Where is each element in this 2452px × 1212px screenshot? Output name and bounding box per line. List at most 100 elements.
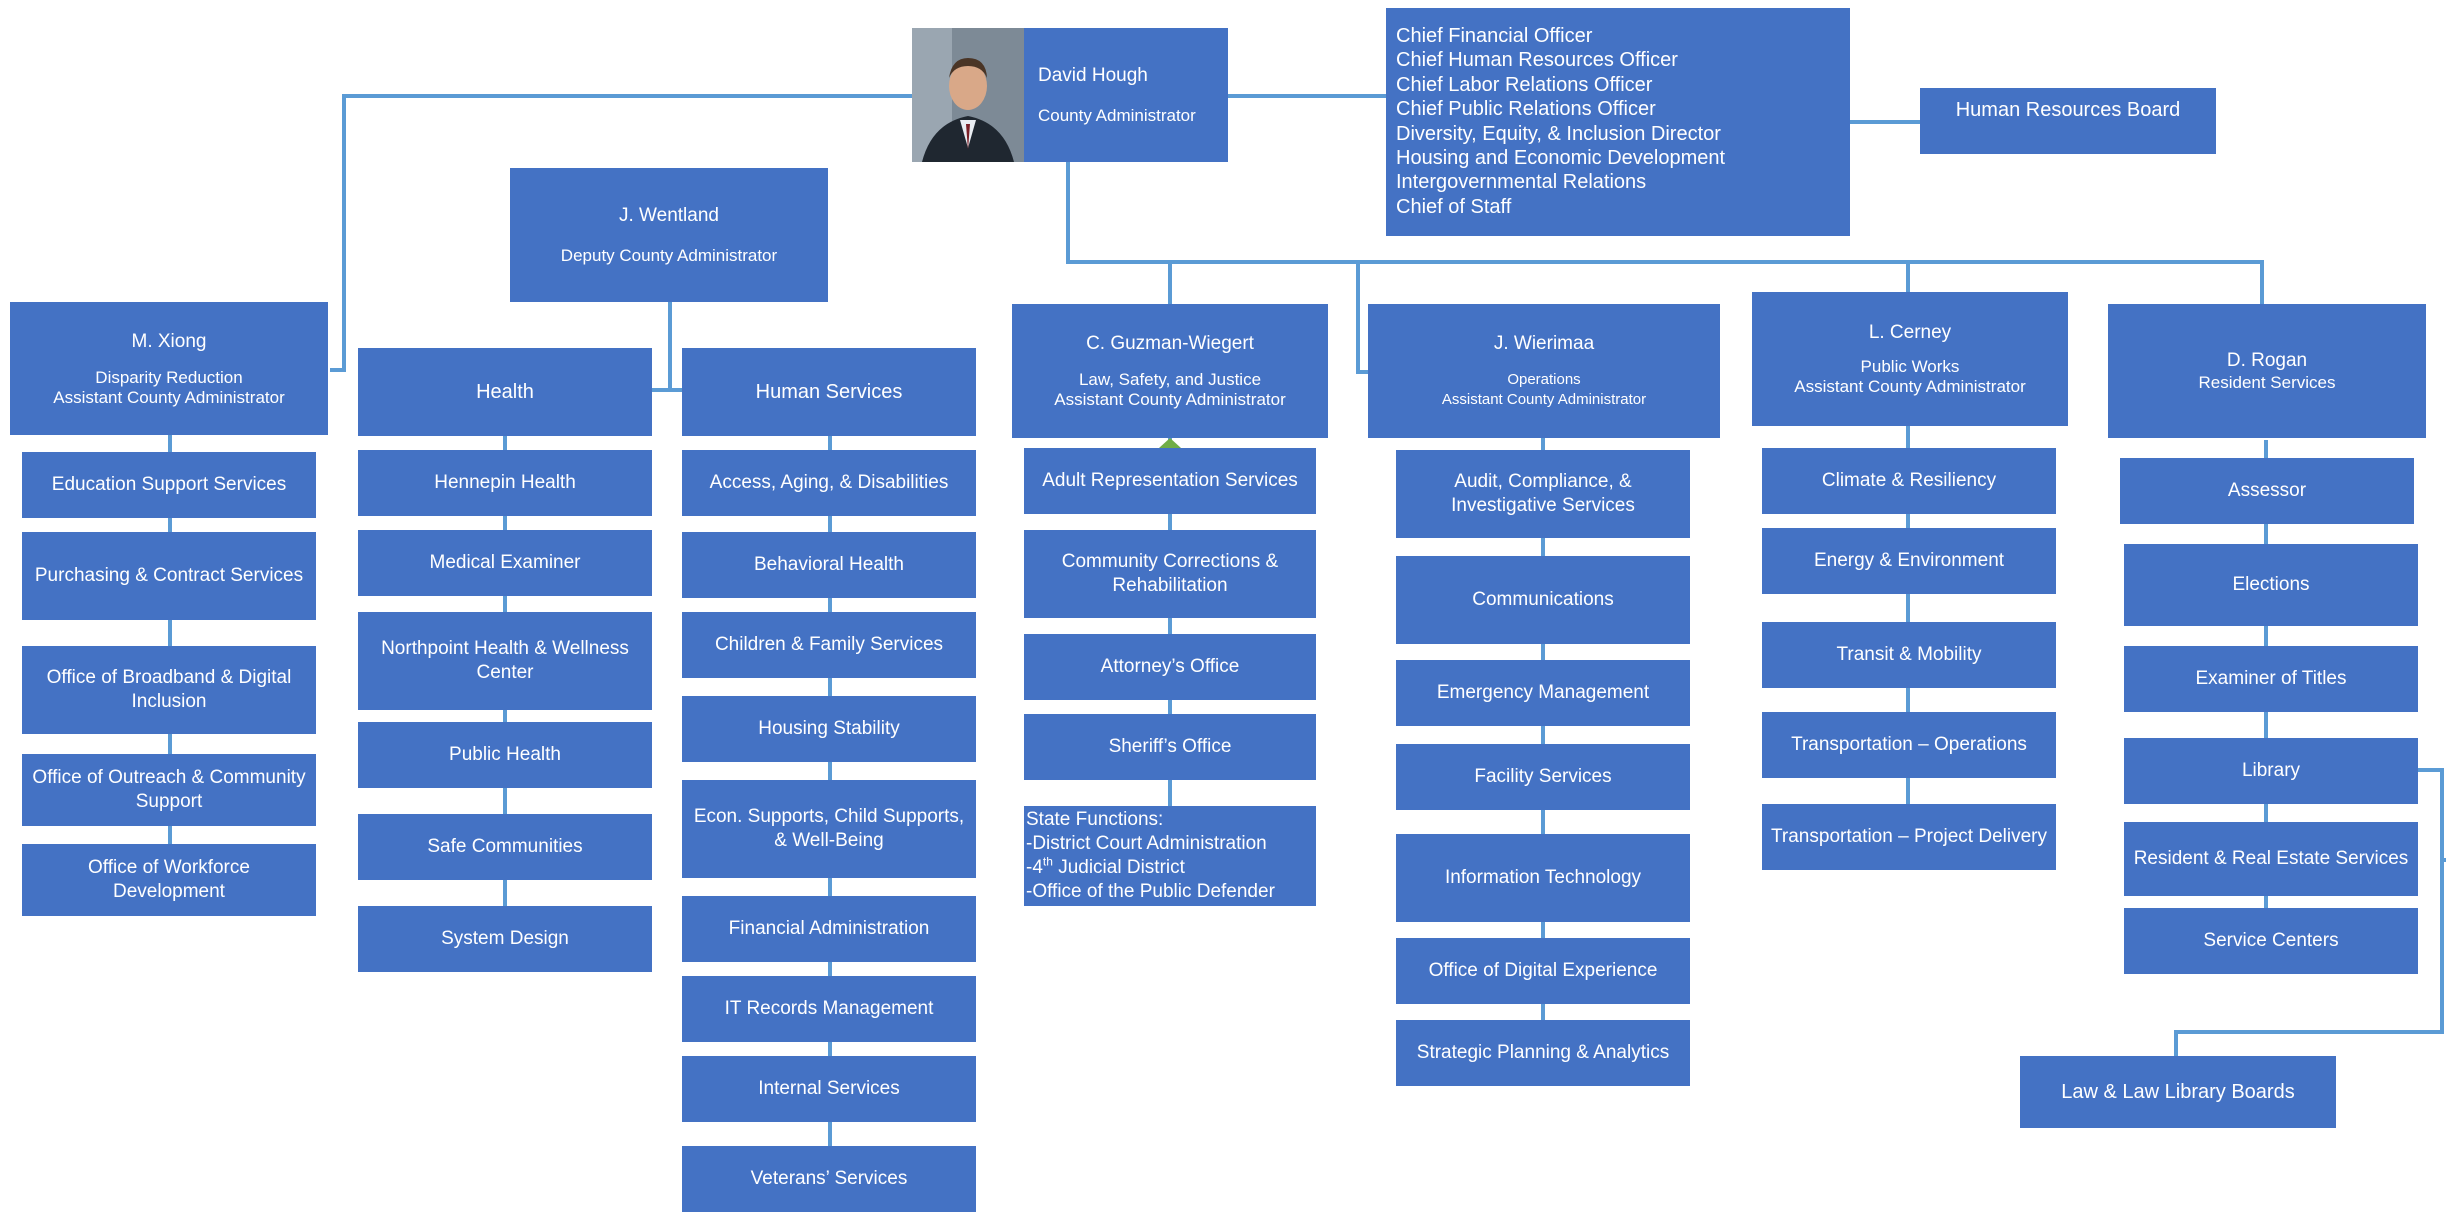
- wierimaa-title-2: Assistant County Administrator: [1441, 391, 1647, 408]
- xiong-item: Office of Workforce Development: [22, 844, 316, 916]
- state-item-part: Judicial District: [1052, 857, 1185, 878]
- item-label: Communications: [1472, 589, 1614, 610]
- item-label: Transportation – Project Delivery: [1771, 826, 2047, 847]
- cerney-title-1: Public Works: [1860, 357, 1960, 376]
- deputy-name: J. Wentland: [619, 205, 719, 226]
- guzman-name: C. Guzman-Wiegert: [1086, 333, 1254, 354]
- human-item: IT Records Management: [682, 976, 976, 1042]
- xiong-item: Purchasing & Contract Services: [22, 532, 316, 620]
- rogan-item: Library: [2124, 738, 2418, 804]
- staff-item: Chief Public Relations Officer: [1396, 98, 1656, 121]
- health-box: Health: [358, 348, 652, 436]
- administrator-title: County Administrator: [1038, 106, 1196, 125]
- item-label: Veterans’ Services: [750, 1168, 908, 1189]
- item-label: Attorney’s Office: [1100, 656, 1240, 677]
- item-label: IT Records Management: [724, 998, 934, 1019]
- hr-board-label: Human Resources Board: [1955, 99, 2181, 121]
- rogan-title-1: Resident Services: [2198, 373, 2336, 392]
- item-label: Purchasing & Contract Services: [34, 565, 304, 586]
- rogan-item: Resident & Real Estate Services: [2124, 822, 2418, 896]
- guzman-title-2: Assistant County Administrator: [1054, 390, 1286, 409]
- wierimaa-title-1: Operations: [1507, 371, 1581, 388]
- guzman-item: Attorney’s Office: [1024, 634, 1316, 700]
- item-label: Children & Family Services: [714, 634, 944, 655]
- connector-line: [330, 94, 912, 372]
- staff-item: Chief Labor Relations Officer: [1396, 73, 1653, 96]
- human-item: Housing Stability: [682, 696, 976, 762]
- item-label: Information Technology: [1444, 867, 1642, 888]
- state-item-superscript: th: [1042, 854, 1053, 869]
- wierimaa-item: Strategic Planning & Analytics: [1396, 1020, 1690, 1086]
- item-label: Behavioral Health: [754, 554, 904, 575]
- guzman-item: Sheriff’s Office: [1024, 714, 1316, 780]
- wierimaa-item: Office of Digital Experience: [1396, 938, 1690, 1004]
- item-label: Sheriff’s Office: [1108, 736, 1232, 757]
- portrait-photo: [912, 28, 1024, 162]
- staff-item: Chief Human Resources Officer: [1396, 49, 1678, 72]
- item-label: Service Centers: [2203, 930, 2339, 951]
- item-label: Elections: [2232, 574, 2310, 595]
- guzman-item: Community Corrections & Rehabilitation: [1024, 530, 1316, 618]
- item-label: Northpoint Health & Wellness Center: [381, 638, 629, 683]
- xiong-box: M. Xiong Disparity Reduction Assistant C…: [10, 302, 328, 435]
- staff-item: Intergovernmental Relations: [1396, 171, 1647, 194]
- item-label: Office of Broadband & Digital Inclusion: [46, 667, 292, 712]
- health-item: System Design: [358, 906, 652, 972]
- cerney-item: Transportation – Project Delivery: [1762, 804, 2056, 870]
- xiong-title-1: Disparity Reduction: [95, 367, 243, 387]
- item-label: Climate & Resiliency: [1821, 470, 1997, 491]
- wierimaa-item: Communications: [1396, 556, 1690, 644]
- item-label: Office of Outreach & Community Support: [32, 767, 306, 812]
- state-functions-box: State Functions: -District Court Adminis…: [1024, 806, 1316, 906]
- staff-item: Chief of Staff: [1396, 195, 1512, 218]
- guzman-title-1: Law, Safety, and Justice: [1078, 370, 1262, 389]
- human-item: Children & Family Services: [682, 612, 976, 678]
- wierimaa-box: J. Wierimaa Operations Assistant County …: [1368, 304, 1720, 438]
- guzman-box: C. Guzman-Wiegert Law, Safety, and Justi…: [1012, 304, 1328, 438]
- health-item: Safe Communities: [358, 814, 652, 880]
- deputy-title: Deputy County Administrator: [560, 246, 778, 265]
- item-label: System Design: [441, 928, 569, 949]
- staff-item: Diversity, Equity, & Inclusion Director: [1396, 122, 1721, 145]
- cerney-item: Transportation – Operations: [1762, 712, 2056, 778]
- cerney-item: Climate & Resiliency: [1762, 448, 2056, 514]
- health-label: Health: [476, 381, 534, 403]
- connector-line: [2174, 768, 2444, 1056]
- item-label: Transportation – Operations: [1791, 734, 2027, 755]
- law-board-label: Law & Law Library Boards: [2061, 1081, 2295, 1103]
- item-label: Assessor: [2227, 480, 2307, 501]
- wierimaa-item: Emergency Management: [1396, 660, 1690, 726]
- deputy-box: J. Wentland Deputy County Administrator: [510, 168, 828, 302]
- item-label: Public Health: [449, 744, 561, 765]
- cerney-item: Energy & Environment: [1762, 528, 2056, 594]
- item-label: Adult Representation Services: [1042, 470, 1298, 491]
- health-item: Hennepin Health: [358, 450, 652, 516]
- cerney-box: L. Cerney Public Works Assistant County …: [1752, 292, 2068, 426]
- xiong-item: Office of Outreach & Community Support: [22, 754, 316, 826]
- human-services-label: Human Services: [755, 381, 903, 403]
- item-label: Internal Services: [758, 1078, 900, 1099]
- staff-item: Housing and Economic Development: [1396, 147, 1726, 170]
- cerney-item: Transit & Mobility: [1762, 622, 2056, 688]
- item-label: Office of Workforce Development: [88, 857, 250, 902]
- connector-line: [1066, 162, 2264, 304]
- item-label: Library: [2241, 760, 2301, 781]
- item-label: Resident & Real Estate Services: [2133, 848, 2409, 869]
- item-label: Examiner of Titles: [2195, 668, 2347, 689]
- item-label: Safe Communities: [427, 836, 583, 857]
- human-services-box: Human Services: [682, 348, 976, 436]
- item-label: Financial Administration: [728, 918, 930, 939]
- xiong-item: Office of Broadband & Digital Inclusion: [22, 646, 316, 734]
- item-label: Housing Stability: [758, 718, 900, 739]
- item-label: Econ. Supports, Child Supports, & Well-B…: [693, 806, 965, 851]
- rogan-item: Examiner of Titles: [2124, 646, 2418, 712]
- human-item: Financial Administration: [682, 896, 976, 962]
- state-item: -Office of the Public Defender: [1026, 881, 1275, 902]
- rogan-box: D. Rogan Resident Services: [2108, 304, 2426, 438]
- state-heading: State Functions:: [1026, 809, 1164, 830]
- xiong-item: Education Support Services: [22, 452, 316, 518]
- staff-item: Chief Financial Officer: [1396, 25, 1593, 47]
- item-label: Audit, Compliance, & Investigative Servi…: [1451, 471, 1635, 516]
- cerney-title-2: Assistant County Administrator: [1794, 377, 2026, 396]
- rogan-name: D. Rogan: [2226, 350, 2308, 371]
